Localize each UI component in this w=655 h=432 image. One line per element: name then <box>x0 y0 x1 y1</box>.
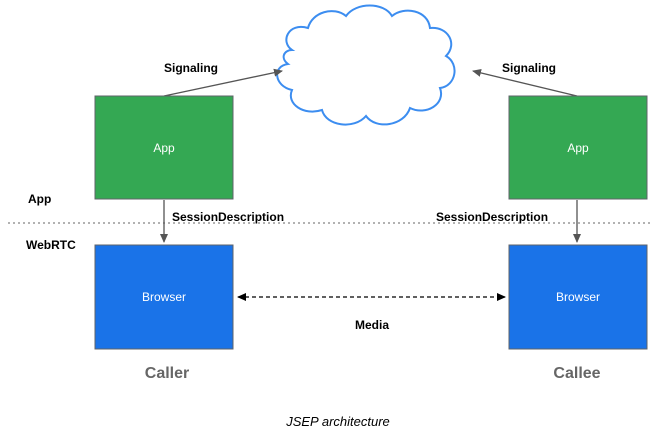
caller-party-label: Caller <box>145 365 189 382</box>
callee-app-label: App <box>567 141 589 155</box>
app-layer-label: App <box>28 192 51 206</box>
callee-signaling-label: Signaling <box>502 61 556 75</box>
caller-app-label: App <box>153 141 175 155</box>
callee-session-label: SessionDescription <box>436 210 548 224</box>
diagram-caption: JSEP architecture <box>285 414 390 429</box>
caller-browser-label: Browser <box>142 290 186 304</box>
webrtc-layer-label: WebRTC <box>26 238 76 252</box>
callee-party-label: Callee <box>553 365 600 382</box>
signaling-cloud <box>276 4 456 126</box>
caller-session-label: SessionDescription <box>172 210 284 224</box>
caller-signaling-label: Signaling <box>164 61 218 75</box>
callee-browser-box <box>508 244 648 350</box>
caller-browser-box <box>94 244 234 350</box>
callee-browser-label: Browser <box>556 290 600 304</box>
callee-app-box <box>508 95 648 200</box>
caller-app-box <box>94 95 234 200</box>
caller-signaling-arrow <box>163 68 283 97</box>
callee-signaling-arrow <box>472 68 578 97</box>
media-label: Media <box>355 318 389 332</box>
